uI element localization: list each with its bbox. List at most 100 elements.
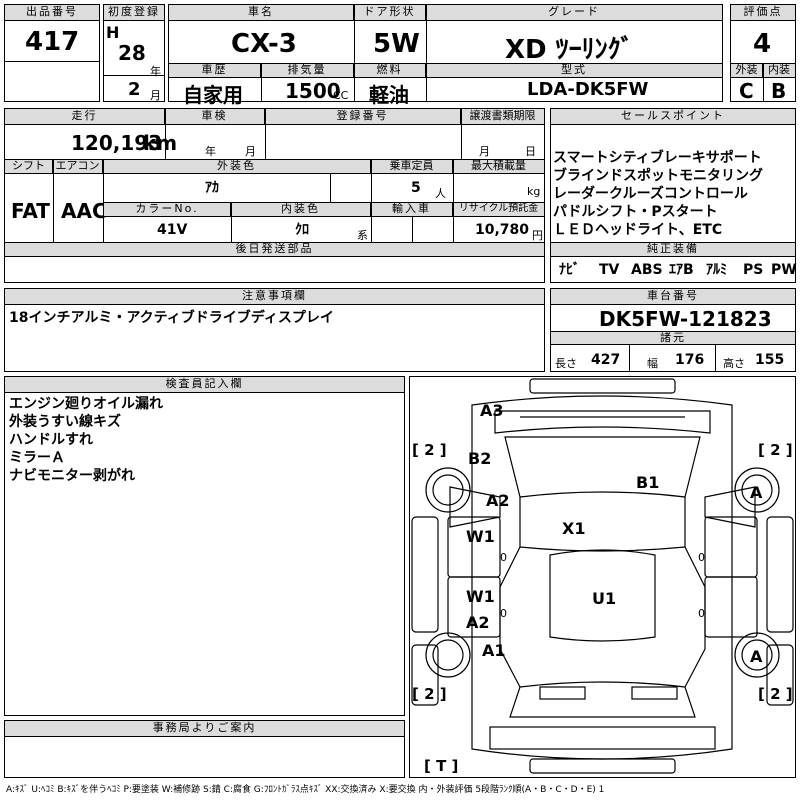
recycle-label: リサイクル預託金 bbox=[453, 203, 544, 217]
damage-mark: A bbox=[750, 483, 763, 502]
sales-label: セールスポイント bbox=[551, 109, 795, 125]
height-label: 高さ bbox=[723, 357, 745, 370]
inspection-year-unit: 年 bbox=[205, 145, 216, 158]
damage-mark: A3 bbox=[480, 401, 504, 420]
inspector-line: ナビモニター剥がれ bbox=[9, 468, 135, 484]
inspector-line: 外装うすい線キズ bbox=[9, 414, 121, 430]
chassis-block: 車台番号 DK5FW-121823 諸元 長さ 427 幅 176 高さ 155 bbox=[550, 288, 796, 372]
mileage-label: 走行 bbox=[5, 109, 165, 125]
capacity-label: 乗車定員 bbox=[371, 160, 453, 174]
equip-pw: PW bbox=[771, 262, 797, 278]
car-info-block: 車名 ドア形状 グレード CX-3 5W XD ﾂｰﾘﾝｸﾞ 車歴 排気量 燃料… bbox=[168, 4, 723, 107]
inspector-line: エンジン廻りオイル漏れ bbox=[9, 396, 163, 412]
grade-label: グレード bbox=[426, 5, 722, 21]
office-label: 事務局よりご案内 bbox=[5, 721, 404, 737]
chassis-label: 車台番号 bbox=[551, 289, 795, 305]
damage-mark: W1 bbox=[466, 527, 495, 546]
color-no-label: カラーNo. bbox=[104, 203, 231, 217]
capacity: 5 bbox=[411, 180, 421, 196]
damage-mark: U1 bbox=[592, 589, 617, 608]
interior-color: ｸﾛ bbox=[295, 222, 309, 238]
door-type: 5W bbox=[373, 29, 420, 59]
lot-label: 出品番号 bbox=[5, 5, 99, 21]
legend: A:ｷｽﾞ U:ﾍｺﾐ B:ｷｽﾞを伴うﾍｺﾐ P:要塗装 W:補修跡 S:錆 … bbox=[6, 785, 605, 795]
model-label: 型式 bbox=[426, 64, 722, 78]
zero-mark: 0 bbox=[698, 551, 705, 564]
exterior-color: ｱｶ bbox=[205, 180, 219, 196]
fuel-label: 燃料 bbox=[354, 64, 426, 78]
shift: FAT bbox=[11, 199, 50, 223]
width-label: 幅 bbox=[647, 357, 658, 370]
first-reg-label: 初度登録 bbox=[104, 5, 164, 21]
door-label: ドア形状 bbox=[354, 5, 426, 21]
zero-mark: 0 bbox=[500, 607, 507, 620]
grade: XD ﾂｰﾘﾝｸﾞ bbox=[505, 35, 634, 65]
car-name-label: 車名 bbox=[169, 5, 354, 21]
inspector-label: 検査員記入欄 bbox=[5, 377, 404, 393]
inspection-month-unit: 月 bbox=[245, 145, 256, 158]
load-label: 最大積載量 bbox=[453, 160, 544, 174]
spec-label: 諸元 bbox=[551, 331, 795, 345]
fuel: 軽油 bbox=[369, 83, 409, 107]
tire-tread: [ 2 ] bbox=[412, 441, 447, 459]
tire-tread: [ 2 ] bbox=[758, 685, 793, 703]
notes-text: 18インチアルミ・アクティブドライブディスプレイ bbox=[9, 310, 334, 326]
spare-tire: [ T ] bbox=[424, 757, 459, 775]
length: 427 bbox=[591, 352, 621, 368]
kei-suffix: 系 bbox=[357, 229, 368, 242]
inspection-label: 車検 bbox=[165, 109, 265, 125]
tire-tread: [ 2 ] bbox=[412, 685, 447, 703]
history-label: 車歴 bbox=[169, 64, 261, 78]
recycle-fee: 10,780 bbox=[475, 222, 530, 238]
car-outline-drawing bbox=[411, 378, 794, 774]
equip-abs: ABS bbox=[631, 262, 663, 278]
color-label: 外装色 bbox=[103, 160, 371, 174]
displacement: 1500 bbox=[285, 79, 341, 103]
zero-mark: 0 bbox=[698, 607, 705, 620]
sales-line: ブラインドスポットモニタリング bbox=[553, 168, 763, 184]
equip-nav: ﾅﾋﾞ bbox=[559, 262, 580, 278]
damage-mark: A1 bbox=[482, 641, 506, 660]
month-unit: 月 bbox=[150, 89, 161, 102]
car-diagram: A3 B2 A2 B1 X1 W1 W1 A2 A1 U1 A A [ 2 ] … bbox=[409, 376, 796, 778]
sales-line: レーダークルーズコントロール bbox=[553, 186, 748, 202]
damage-mark: A bbox=[750, 647, 763, 666]
equip-alloy: ｱﾙﾐ bbox=[706, 262, 727, 278]
int-color-label: 内装色 bbox=[231, 203, 371, 217]
later-parts-label: 後日発送部品 bbox=[5, 243, 544, 257]
tire-tread: [ 2 ] bbox=[758, 441, 793, 459]
score-block: 評価点 4 外装 内装 C B bbox=[730, 4, 796, 103]
yen-unit: 円 bbox=[532, 229, 543, 242]
ext-label: 外装 bbox=[731, 64, 763, 78]
chassis-number: DK5FW-121823 bbox=[599, 307, 772, 331]
car-name: CX-3 bbox=[231, 29, 297, 59]
load-unit: kg bbox=[527, 185, 541, 198]
import-label: 輸入車 bbox=[371, 203, 453, 217]
history: 自家用 bbox=[183, 83, 243, 107]
equip-ps: PS bbox=[743, 262, 764, 278]
length-label: 長さ bbox=[555, 357, 577, 370]
equipment-label: 純正装備 bbox=[551, 243, 795, 257]
damage-mark: W1 bbox=[466, 587, 495, 606]
transfer-label: 譲渡書類期限 bbox=[461, 109, 544, 125]
score-label: 評価点 bbox=[731, 5, 795, 21]
reg-number-label: 登録番号 bbox=[265, 109, 461, 125]
notes-block: 注意事項欄 18インチアルミ・アクティブドライブディスプレイ bbox=[4, 288, 545, 372]
transfer-month-unit: 月 bbox=[479, 145, 490, 158]
inspector-line: ミラーＡ bbox=[9, 450, 65, 466]
ac: AAC bbox=[61, 199, 107, 223]
inspector-line: ハンドルすれ bbox=[9, 432, 93, 448]
model: LDA-DK5FW bbox=[527, 79, 649, 100]
damage-mark: A2 bbox=[466, 613, 490, 632]
office-block: 事務局よりご案内 bbox=[4, 720, 405, 778]
damage-mark: B2 bbox=[468, 449, 492, 468]
sales-line: パドルシフト・Pスタート bbox=[553, 204, 718, 220]
vehicle-detail-block: 走行 車検 登録番号 譲渡書類期限 120,193 km 年 月 月 日 シフト… bbox=[4, 108, 545, 283]
height: 155 bbox=[755, 352, 785, 368]
width: 176 bbox=[675, 352, 705, 368]
ext-score: C bbox=[739, 79, 754, 103]
sales-points-block: セールスポイント スマートシティブレーキサポート ブラインドスポットモニタリング… bbox=[550, 108, 797, 283]
damage-mark: X1 bbox=[562, 519, 586, 538]
lot-cell: 出品番号 417 bbox=[4, 4, 100, 102]
notes-label: 注意事項欄 bbox=[5, 289, 544, 305]
